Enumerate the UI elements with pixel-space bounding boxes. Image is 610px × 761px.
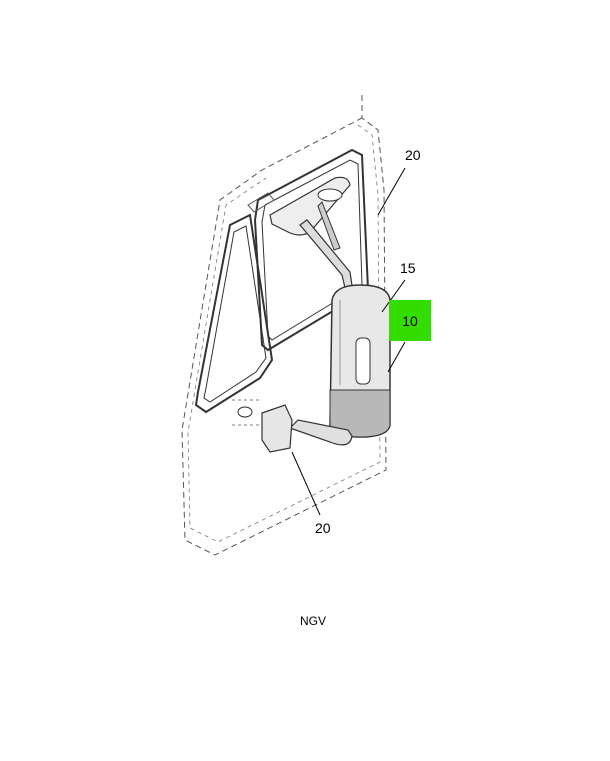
leader-15: [381, 279, 406, 313]
leader-10: [387, 341, 406, 373]
vent-window-inner: [203, 225, 267, 403]
upper-bracket-hole: [317, 188, 343, 202]
callout-15: 15: [400, 260, 416, 276]
lower-bracket: [261, 404, 293, 453]
lower-arm: [288, 419, 353, 446]
diagram-caption: NGV: [300, 614, 327, 628]
window-frame-inner: [261, 159, 363, 341]
callout-20-lower: 20: [315, 520, 331, 536]
leader-20-top: [377, 167, 406, 216]
leader-20-bottom: [291, 451, 321, 516]
upper-arm-brace: [317, 201, 341, 251]
window-frame: [253, 148, 370, 352]
vent-window: [194, 213, 274, 414]
door-handle: [247, 192, 275, 213]
mirror-slot: [355, 337, 371, 385]
callout-10-highlighted[interactable]: 10: [389, 300, 431, 341]
lower-bracket-washer: [237, 406, 253, 418]
door-outline: [181, 95, 387, 556]
callout-20-upper: 20: [405, 147, 421, 163]
